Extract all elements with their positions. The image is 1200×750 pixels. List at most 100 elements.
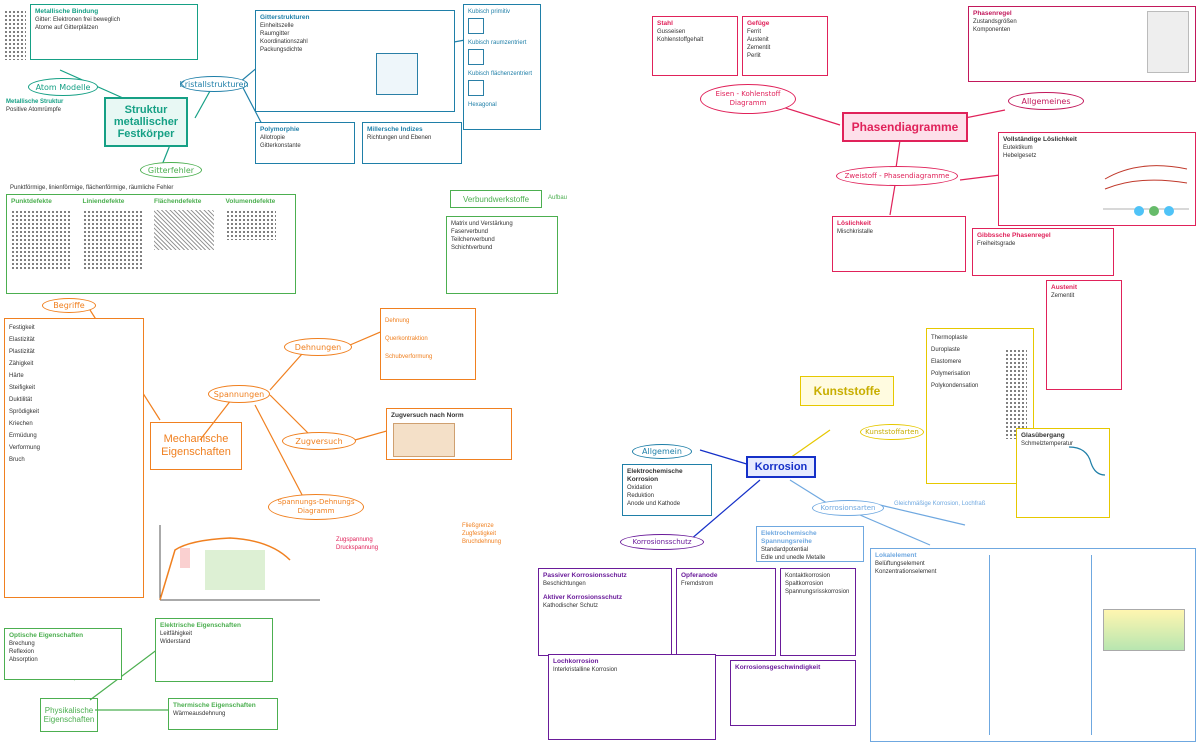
atom-models-bubble[interactable]: Atom Modelle bbox=[28, 78, 98, 96]
defect-type-label: Punktdefekte bbox=[11, 198, 52, 205]
begriff-line: Festigkeit bbox=[9, 325, 35, 331]
arten-bottom-box: Korrosionsgeschwindigkeit bbox=[730, 660, 856, 726]
phys-electric-line: Leitfähigkeit bbox=[160, 631, 193, 637]
point-defect-sketch bbox=[11, 210, 71, 270]
zweistoff-line: Eutektikum bbox=[1003, 145, 1033, 151]
spannung-note-line: Zugspannung bbox=[336, 537, 373, 543]
gitterfehler-box: Punktdefekte Liniendefekte Flächendefekt… bbox=[6, 194, 296, 294]
cube-type-label: Kubisch flächenzentriert bbox=[468, 71, 533, 77]
korrosionsschutz-bubble[interactable]: Korrosionsschutz bbox=[620, 534, 704, 550]
polymer-chain-sketch bbox=[1005, 349, 1027, 439]
zugversuch-box-title: Zugversuch nach Norm bbox=[391, 412, 464, 419]
eisen-box-2-line: Austenit bbox=[747, 37, 769, 43]
test-machine-sketch bbox=[393, 423, 455, 457]
korrosion-hub[interactable]: Korrosion bbox=[746, 456, 816, 478]
allgemein-korrosion-bubble[interactable]: Allgemein bbox=[632, 444, 692, 459]
phys-thermal-box: Thermische Eigenschaften Wärmeausdehnung bbox=[168, 698, 278, 730]
begriff-line: Bruch bbox=[9, 457, 25, 463]
phasen-top-title: Phasenregel bbox=[973, 10, 1012, 17]
schutz-main-line: Beschichtungen bbox=[543, 581, 586, 587]
phys-electric-line: Widerstand bbox=[160, 639, 191, 645]
phys-electric-box: Elektrische Eigenschaften Leitfähigkeit … bbox=[155, 618, 273, 682]
begriff-line: Plastizität bbox=[9, 349, 35, 355]
zweistoff-title: Vollständige Löslichkeit bbox=[1003, 136, 1077, 143]
spannung-note-line: Druckspannung bbox=[336, 545, 379, 551]
kunststoff-line: Elastomere bbox=[931, 359, 962, 365]
arten-right-line: Standardpotential bbox=[761, 547, 809, 553]
korrosion-allg-box: Elektrochemische Korrosion Oxidation Red… bbox=[622, 464, 712, 516]
stress-strain-sketch bbox=[159, 525, 320, 601]
arten-line: Spaltkorrosion bbox=[785, 581, 824, 587]
phasen-hub[interactable]: Phasendiagramme bbox=[842, 112, 968, 142]
line-defect-sketch bbox=[82, 210, 143, 270]
phasen-lower-line: Zementit bbox=[1051, 293, 1075, 299]
spannungen-bubble[interactable]: Spannungen bbox=[208, 385, 270, 403]
dehnungen-bubble[interactable]: Dehnungen bbox=[284, 338, 352, 356]
arten-far-divider bbox=[1091, 555, 1092, 735]
zweistoff-main-box: Löslichkeit Mischkristalle bbox=[832, 216, 966, 272]
eisen-kohlenstoff-bubble[interactable]: Eisen - Kohlenstoff Diagramm bbox=[700, 84, 796, 114]
cube-type-label: Kubisch primitiv bbox=[468, 9, 511, 15]
eisen-box-2-line: Ferrit bbox=[747, 29, 761, 35]
struktur-hub[interactable]: Struktur metallischer Festkörper bbox=[104, 97, 188, 147]
arten-far-divider bbox=[989, 555, 990, 735]
kristall-main-line: Raumgitter bbox=[260, 31, 290, 37]
korrosion-allg-line: Oxidation bbox=[627, 485, 653, 491]
volume-defect-sketch bbox=[225, 210, 276, 240]
kunststoff-line: Polymerisation bbox=[931, 371, 971, 377]
korrosion-allg-title: Elektrochemische Korrosion bbox=[627, 468, 683, 483]
zweistoff-right-box: Gibbssche Phasenregel Freiheitsgrade bbox=[972, 228, 1114, 276]
cube-type-label: Hexagonal bbox=[468, 102, 497, 108]
miller-box: Millersche Indizes Richtungen und Ebenen bbox=[362, 122, 462, 164]
spannungs-right-line: Bruchdehnung bbox=[462, 539, 502, 545]
zweistoff-main-title: Löslichkeit bbox=[837, 220, 871, 227]
eisen-kohlenstoff-label: Eisen - Kohlenstoff Diagramm bbox=[715, 90, 781, 107]
schutz-main-title: Passiver Korrosionsschutz bbox=[543, 572, 627, 579]
mechanik-hub[interactable]: Mechanische Eigenschaften bbox=[150, 422, 242, 470]
kristall-main-line: Koordinationszahl bbox=[260, 39, 308, 45]
schutz-main-subtitle: Aktiver Korrosionsschutz bbox=[543, 594, 623, 601]
defect-type-label: Volumendefekte bbox=[225, 198, 276, 205]
kunststoff-line: Duroplaste bbox=[931, 347, 961, 353]
gitterfehler-bubble[interactable]: Gitterfehler bbox=[140, 162, 202, 178]
allgemeines-phasen-bubble[interactable]: Allgemeines bbox=[1008, 92, 1084, 110]
korrosionsarten-bubble[interactable]: Korrosionsarten bbox=[812, 500, 884, 516]
atom-lattice-sketch bbox=[4, 10, 26, 60]
dehnung-line: Dehnung bbox=[385, 318, 410, 324]
spannungs-dehnung-bubble[interactable]: Spannungs-Dehnungs Diagramm bbox=[268, 494, 364, 520]
schutz-main-line: Kathodischer Schutz bbox=[543, 603, 599, 609]
verbund-hub[interactable]: Verbundwerkstoffe bbox=[450, 190, 542, 208]
begriff-line: Sprödigkeit bbox=[9, 409, 40, 415]
dehnung-line: Querkontraktion bbox=[385, 336, 428, 342]
begriffe-bubble[interactable]: Begriffe bbox=[42, 298, 96, 313]
physikalisch-hub[interactable]: Physikalische Eigenschaften bbox=[40, 698, 98, 732]
verbund-hub-label: Verbundwerkstoffe bbox=[462, 194, 530, 204]
zweistoff-right-line: Freiheitsgrade bbox=[977, 241, 1016, 247]
arten-right-title: Elektrochemische Spannungsreihe bbox=[761, 530, 817, 545]
kunststoff-right-box: Glasübergang Schmelztemperatur bbox=[1016, 428, 1110, 518]
phasen-lower-title: Austenit bbox=[1051, 284, 1077, 291]
arten-far-box: Lokalelement Belüftungselement Konzentra… bbox=[870, 548, 1196, 742]
begriff-line: Zähigkeit bbox=[9, 361, 34, 367]
atom-models-label: Atom Modelle bbox=[35, 82, 91, 92]
kunststoff-arten-label: Kunststoffarten bbox=[865, 427, 919, 436]
kunststoffe-hub[interactable]: Kunststoffe bbox=[800, 376, 894, 406]
verbund-aside: Aufbau bbox=[548, 195, 568, 201]
zugversuch-label: Zugversuch bbox=[295, 436, 343, 446]
arten-box-2: Lochkorrosion Interkristalline Korrosion bbox=[548, 654, 716, 740]
verbund-line: Schichtverbund bbox=[451, 245, 493, 251]
korrosionsarten-label: Korrosionsarten bbox=[820, 503, 876, 512]
kristallstruktur-bubble[interactable]: Kristallstrukturen bbox=[179, 76, 249, 92]
korrosion-allg-line: Anode und Kathode bbox=[627, 501, 681, 507]
phase-diagram-sketch bbox=[1103, 165, 1189, 216]
kunststoff-arten-bubble[interactable]: Kunststoffarten bbox=[860, 424, 924, 440]
begriffe-box: Festigkeit Elastizität Plastizität Zähig… bbox=[4, 318, 144, 598]
zweistoff-bubble[interactable]: Zweistoff - Phasendiagramme bbox=[836, 166, 958, 186]
metal-structure-note: Metallische Struktur Positive Atomrümpfe bbox=[6, 98, 96, 114]
zugversuch-bubble[interactable]: Zugversuch bbox=[282, 432, 356, 450]
glass-transition-sketch bbox=[1068, 446, 1106, 476]
unit-cell-sketch bbox=[376, 53, 418, 95]
cube-icon bbox=[468, 18, 484, 34]
spannungs-right-note: Fließgrenze Zugfestigkeit Bruchdehnung bbox=[462, 522, 532, 546]
phys-optical-line: Absorption bbox=[9, 657, 38, 663]
